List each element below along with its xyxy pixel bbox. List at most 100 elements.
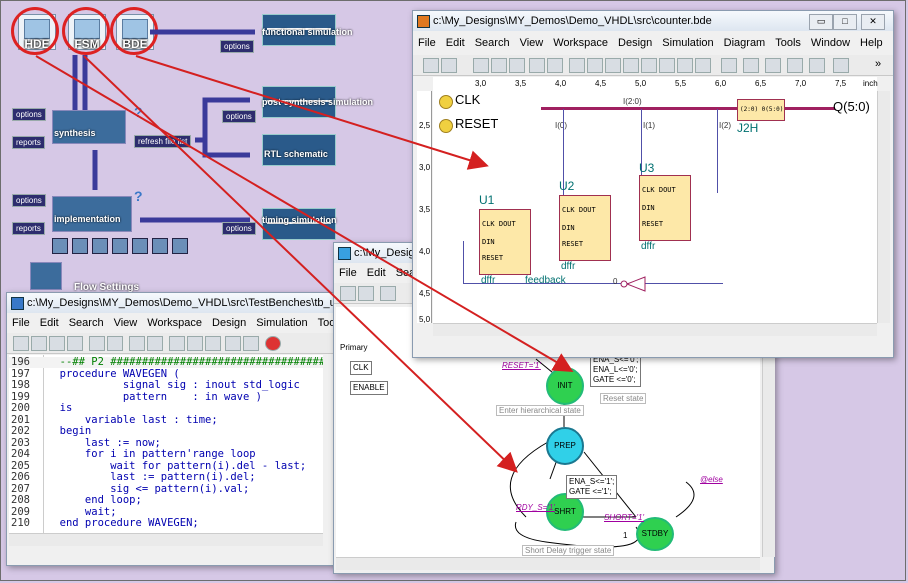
functional-sim-options[interactable]: options [220,40,254,53]
symbol-icon[interactable] [765,58,781,73]
code-line[interactable]: 202 begin [9,426,323,437]
code-line[interactable]: 206 last := pattern(i).del; [9,472,323,483]
tool-icon-7[interactable] [172,238,188,254]
state-stdby[interactable]: STDBY [636,517,674,551]
synthesis-stage[interactable] [52,110,126,144]
bookmark-icon[interactable] [89,336,105,351]
fsm-menu-file[interactable]: File [339,267,357,279]
hde-menu-view[interactable]: View [113,317,138,329]
init-actions[interactable]: ENA_S<='0'; ENA_L<='0'; GATE <='0'; [590,353,642,387]
timing-sim-options[interactable]: options [222,222,256,235]
undo-icon[interactable] [529,58,545,73]
code-line[interactable]: 201 variable last : time; [9,414,323,426]
bde-menu-more[interactable]: « [888,35,894,51]
bde-menu-tools[interactable]: Tools [775,37,801,49]
copy-icon[interactable] [491,58,507,73]
bde-menu-view[interactable]: View [519,37,544,49]
synthesis-reports[interactable]: reports [12,136,45,149]
bde-v-scrollbar[interactable] [877,91,890,323]
code-line[interactable]: 197 procedure WAVEGEN ( [9,368,323,380]
hde-menu-design[interactable]: Design [212,317,247,329]
hde-h-scrollbar[interactable] [9,533,323,546]
bde-menu-file[interactable]: File [418,37,436,49]
j2h-component[interactable]: (2:0) 0(5:0) [737,99,785,121]
outdent-icon[interactable] [31,336,47,351]
flow-settings-icon[interactable] [30,262,62,290]
zoom-icon[interactable] [569,58,585,73]
state-init[interactable]: INIT [546,367,584,405]
zoom-area-icon[interactable] [659,58,675,73]
u3-component[interactable]: CLK DOUT DIN RESET [639,175,691,241]
bde-menu-diagram[interactable]: Diagram [723,37,766,49]
tool-icon-6[interactable] [152,238,168,254]
code-line[interactable]: 200 is [9,403,323,414]
comment-icon[interactable] [49,336,65,351]
hde-editor-window[interactable]: c:\My_Designs\MY_Demos\Demo_VHDL\src\Tes… [6,292,338,566]
select-icon[interactable] [380,286,396,301]
tool-icon-5[interactable] [132,238,148,254]
state-prep[interactable]: PREP [546,427,584,465]
synthesis-help-icon[interactable]: ? [134,104,143,120]
zoom-sheet-icon[interactable] [677,58,693,73]
open-icon[interactable] [423,58,439,73]
transition-else[interactable]: @else [700,475,723,484]
close-button[interactable]: ✕ [861,14,885,30]
code-line[interactable]: 196 --## P2 ############################… [9,357,323,368]
list-icon[interactable] [129,336,145,351]
output-bus[interactable] [783,107,835,110]
u1-component[interactable]: CLK DOUT DIN RESET [479,209,531,275]
fsm-v-scrollbar[interactable] [762,307,775,557]
wire-icon[interactable] [695,58,711,73]
transition-reset[interactable]: RESET='1' [502,361,541,370]
open-icon[interactable] [340,286,356,301]
reset-port-label[interactable]: RESET [455,116,499,131]
cut-icon[interactable] [473,58,489,73]
clk-port-label[interactable]: CLK [455,92,481,107]
hde-menu-file[interactable]: File [12,317,30,329]
bde-menu-window[interactable]: Window [810,37,851,49]
fsm-h-scrollbar[interactable] [336,557,760,570]
format-icon[interactable] [147,336,163,351]
tool-icon-3[interactable] [92,238,108,254]
code-line[interactable]: 209 wait; [9,506,323,518]
bus-icon[interactable] [721,58,737,73]
hde-menu-workspace[interactable]: Workspace [147,317,203,329]
template-icon[interactable] [169,336,185,351]
bde-menu-edit[interactable]: Edit [445,37,465,49]
fsm-menu-edit[interactable]: Edit [366,267,386,279]
zoom-fit-icon[interactable] [641,58,657,73]
bde-h-scrollbar[interactable] [433,323,877,336]
code-line[interactable]: 198 signal sig : inout std_logic [9,380,323,391]
paragraph-icon[interactable] [205,336,221,351]
code-line[interactable]: 199 pattern : in wave ) [9,391,323,403]
q-port-label[interactable]: Q(5:0) [833,99,870,114]
code-line[interactable]: 205 wait for pattern(i).del - last; [9,460,323,472]
shrt-actions[interactable]: ENA_S<='1'; GATE <='1'; [566,475,618,499]
inverter-icon[interactable] [619,275,649,293]
probe-icon[interactable] [833,58,849,73]
code-line[interactable]: 208 end loop; [9,495,323,506]
tool-icon-1[interactable] [52,238,68,254]
redo-icon[interactable] [547,58,563,73]
next-bookmark-icon[interactable] [107,336,123,351]
functional-sim-icon[interactable] [262,14,336,46]
uncomment-icon[interactable] [67,336,83,351]
maximize-button[interactable]: □ [833,14,857,30]
bde-menu-workspace[interactable]: Workspace [553,37,609,49]
bde-menu-simulation[interactable]: Simulation [662,37,714,49]
pan-icon[interactable] [587,58,603,73]
zoom-out-icon[interactable] [623,58,639,73]
wizard-icon[interactable] [187,336,203,351]
filter-icon[interactable] [243,336,259,351]
indent-icon[interactable] [13,336,29,351]
breakpoint-icon[interactable] [265,336,281,351]
code-line[interactable]: 204 for i in pattern'range loop [9,449,323,460]
code-line[interactable]: 207 sig <= pattern(i).val; [9,483,323,495]
code-line[interactable]: 203 last := now; [9,437,323,449]
toolbar-overflow[interactable]: » [875,58,882,70]
post-synth-options[interactable]: options [222,110,256,123]
implementation-help-icon[interactable]: ? [134,188,143,204]
hde-menu-simulation[interactable]: Simulation [256,317,308,329]
minimize-button[interactable]: ▭ [809,14,833,30]
save-icon[interactable] [441,58,457,73]
